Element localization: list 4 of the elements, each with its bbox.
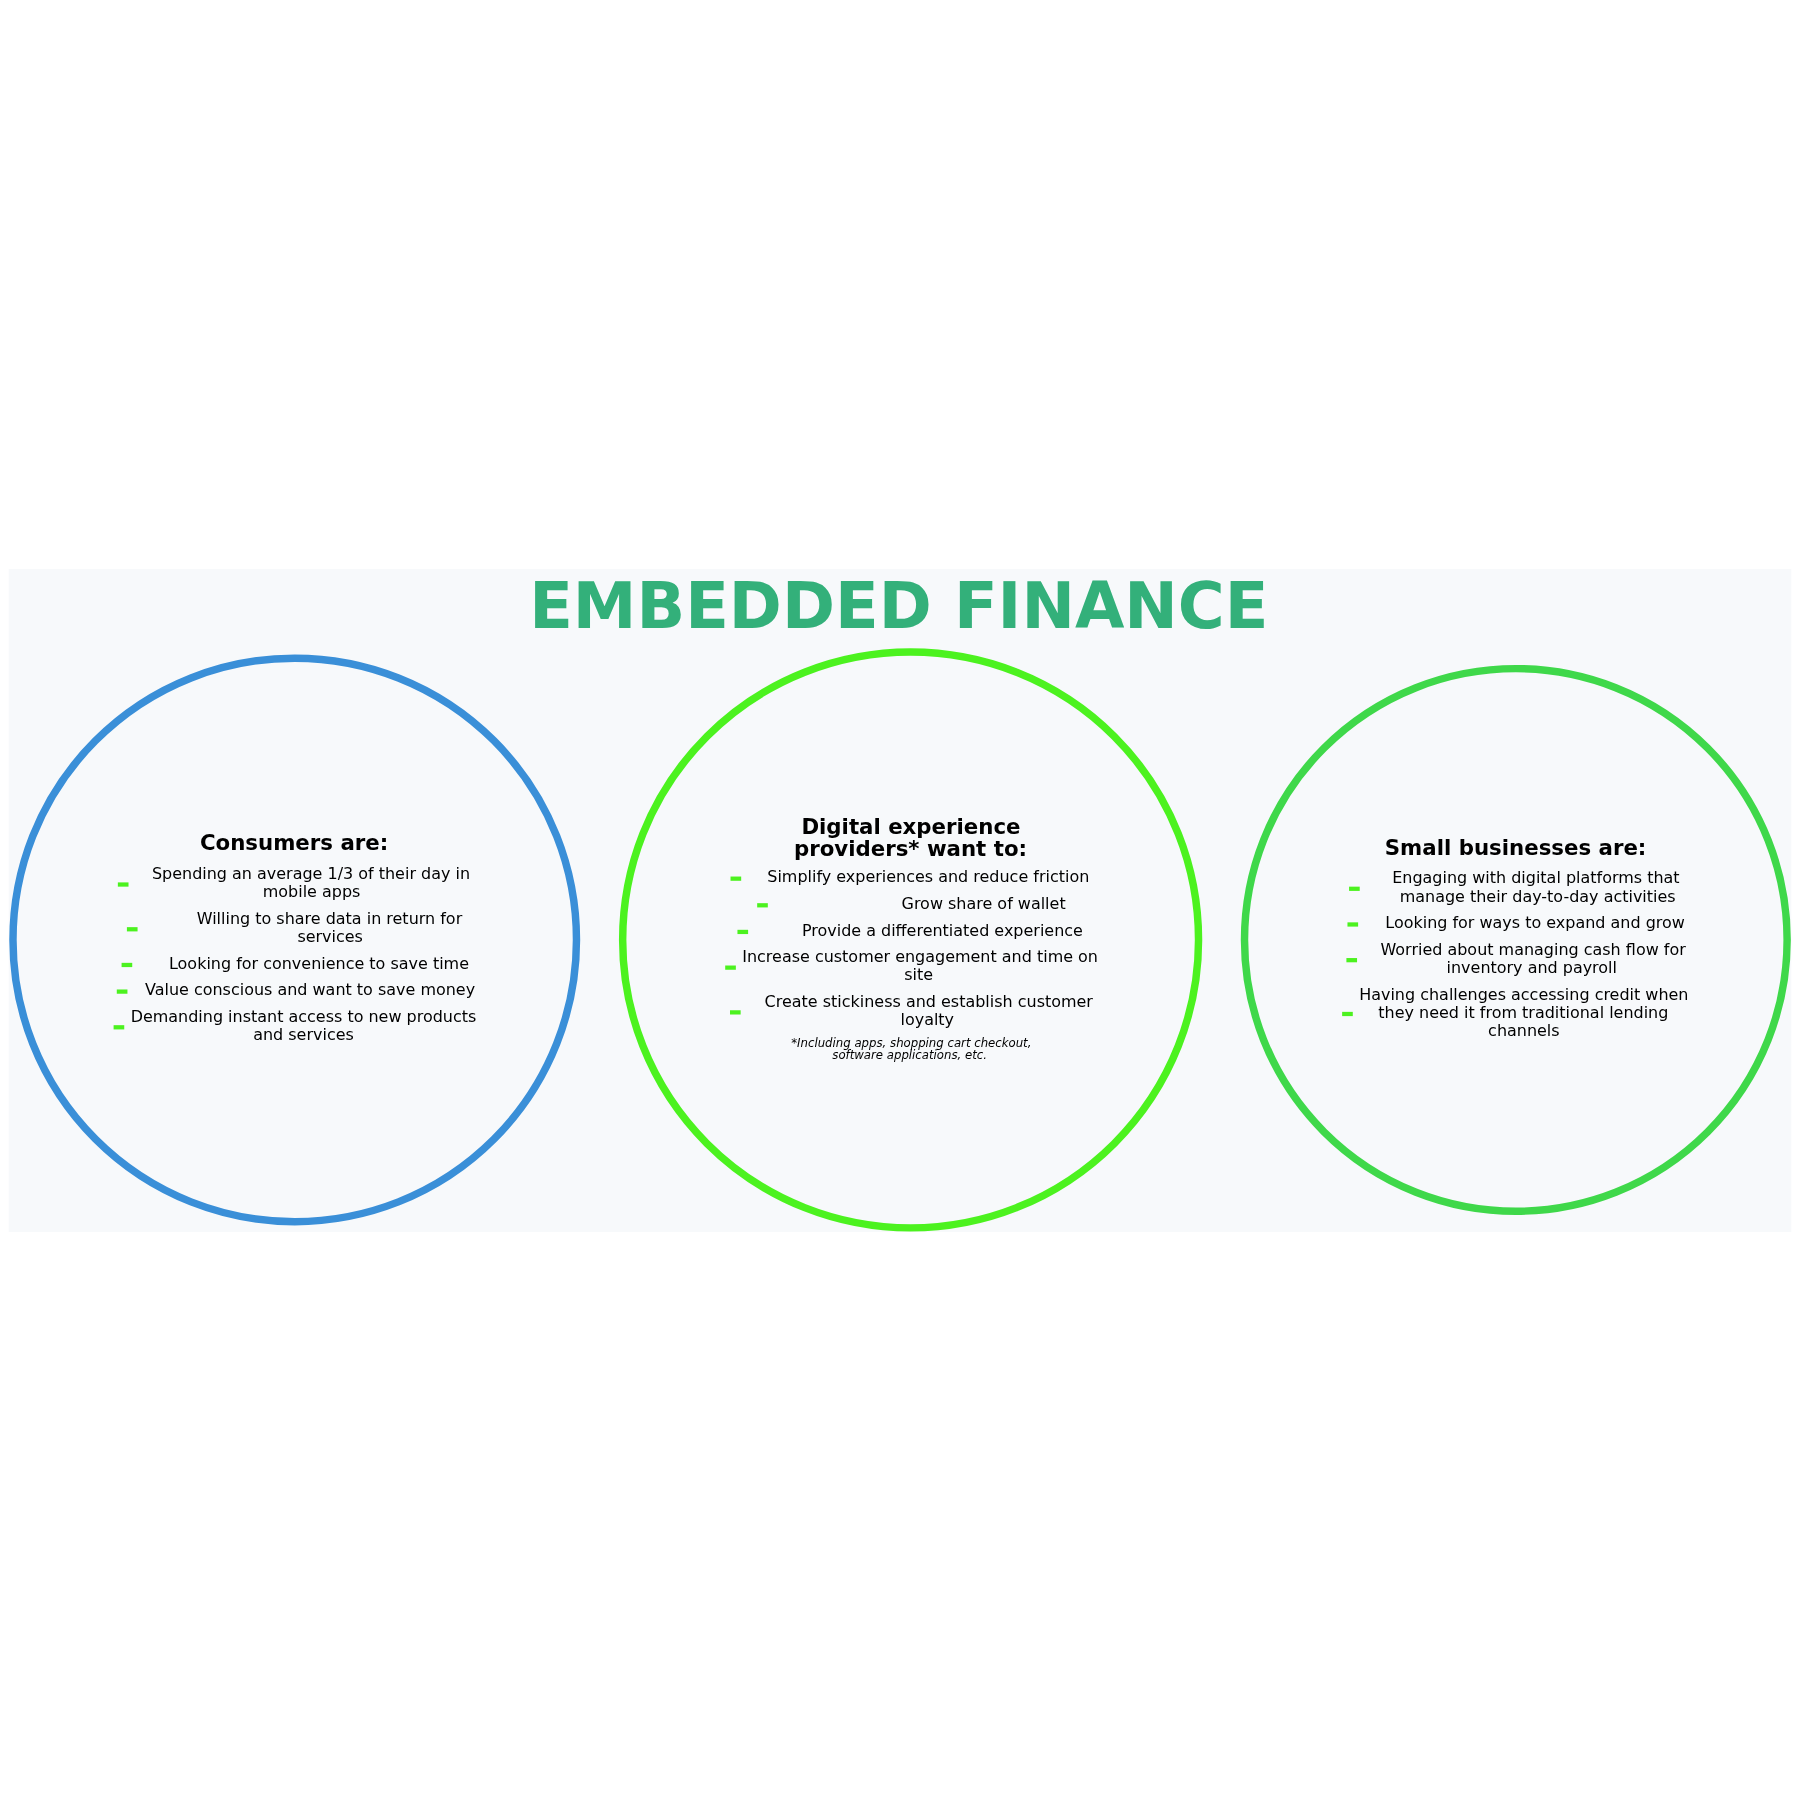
node-circle: Small businesses are: Engaging with digital platforms that manage their day-to-day activities Looking for ways to expand and grow Worried about managing cash flow for inventory and payroll Having challenges accessing credit when they need it from traditional lending channels <box>1240 664 1791 1215</box>
node-circle: Consumers are: Spending an average 1/3 of their day in mobile apps Willing to share data in return for services Looking for convenience to save time Value conscious and want to save money Demanding instant access to new products and services <box>9 653 581 1225</box>
node-circle: Digital experience providers* want to: Simplify experiences and reduce friction Grow share of wallet Provide a differentiated experience Increase customer engagement and time on site Create stickiness and establish customer loyalty *Including apps, shopping cart checkout, software applications, etc. <box>618 647 1203 1232</box>
diagram-title: EMBEDDED FINANCE <box>529 568 1269 643</box>
